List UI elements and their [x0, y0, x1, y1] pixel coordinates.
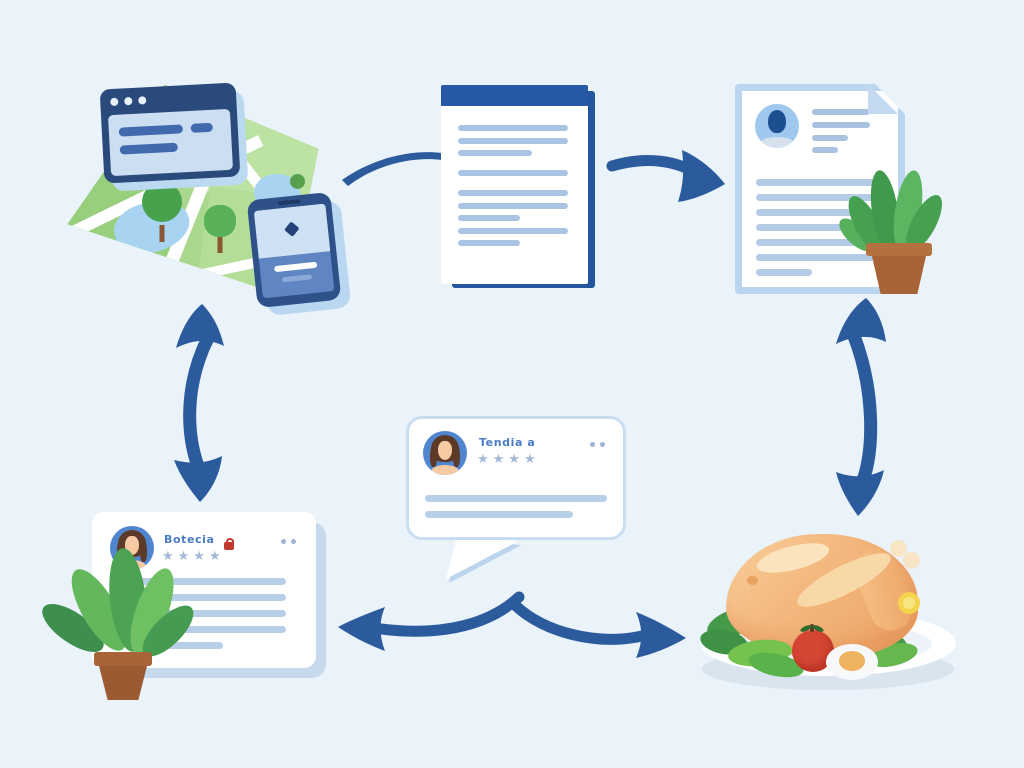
text-line [458, 125, 568, 131]
avatar-hair [452, 445, 460, 468]
text-line [756, 194, 882, 201]
avatar-shoulders [760, 137, 793, 148]
plant-pot [99, 666, 147, 700]
menu-dots-icon [291, 539, 296, 544]
text-line [812, 135, 848, 141]
tree-icon [142, 182, 182, 242]
egg-yolk [839, 651, 865, 671]
text-line [128, 626, 286, 633]
text-line [458, 240, 520, 246]
plant-pot [872, 256, 926, 294]
avatar-head [768, 110, 786, 133]
avatar-hair [139, 540, 147, 563]
arrow-bubble-to-card [338, 591, 525, 651]
text-line [812, 147, 838, 153]
text-bar [119, 142, 178, 155]
text-line [756, 239, 882, 246]
text-line [458, 170, 568, 176]
window-dot [138, 96, 147, 105]
phone-screen-top [253, 203, 331, 260]
text-line [756, 269, 812, 276]
text-line [756, 224, 882, 231]
browser-window-icon [99, 82, 241, 184]
avatar [755, 104, 799, 148]
text-line [128, 578, 286, 585]
menu-dots-icon [600, 442, 605, 447]
text-line [812, 109, 870, 115]
text-line [128, 610, 286, 617]
tree-trunk [159, 225, 165, 242]
text-line [458, 203, 568, 209]
star-rating: ★★★★ [477, 452, 540, 467]
mobile-phone-icon [246, 191, 342, 309]
text-line [458, 190, 568, 196]
tree-trunk [217, 236, 223, 253]
menu-dots-icon [281, 539, 286, 544]
phone-speaker [277, 199, 301, 206]
drumstick-bone [890, 540, 907, 557]
chicken-spot [747, 576, 758, 585]
menu-dots-icon [590, 442, 595, 447]
avatar-face [437, 440, 453, 461]
window-dot [110, 97, 119, 107]
document-header-bar [441, 85, 588, 106]
lemon-inner [903, 597, 915, 609]
text-line [458, 215, 520, 221]
avatar-shoulders [430, 465, 460, 475]
arrow-bubble-to-meal [510, 600, 686, 658]
text-line [458, 150, 532, 156]
text-bar [274, 262, 318, 273]
diamond-pin-icon [284, 221, 300, 237]
star-rating: ★★★★ [162, 549, 225, 564]
avatar [423, 431, 467, 475]
folded-corner [868, 84, 898, 114]
arrow-map-to-document [342, 152, 443, 186]
browser-body [107, 108, 234, 177]
text-line [812, 122, 870, 128]
tree-icon [204, 205, 236, 253]
reviewer-name: Tendia a [479, 436, 536, 449]
reviewer-name: Botecia [164, 533, 215, 546]
arrow-map-review-vertical [174, 304, 224, 502]
bush-icon [290, 174, 305, 189]
text-line [128, 642, 223, 649]
text-bar [190, 122, 213, 133]
text-line [756, 254, 882, 261]
text-line [425, 511, 573, 518]
text-line [425, 495, 607, 502]
arrow-document-to-profile [606, 150, 725, 202]
text-bar [281, 274, 313, 283]
red-bag-icon [224, 538, 234, 550]
arrow-profile-meal-vertical [836, 298, 886, 516]
text-bar [118, 124, 184, 137]
review-speech-bubble: Tendia a ★★★★ [406, 416, 626, 540]
phone-screen [253, 203, 335, 299]
text-line [128, 594, 286, 601]
tree-canopy [204, 205, 236, 237]
document-page-icon [441, 85, 588, 284]
plant-pot-rim [94, 652, 152, 666]
text-line [756, 209, 882, 216]
text-line [458, 138, 568, 144]
text-line [458, 228, 568, 234]
plant-pot-rim [866, 243, 932, 256]
avatar-hair [430, 445, 438, 468]
text-line [756, 179, 882, 186]
drumstick-bone [903, 552, 920, 569]
phone-screen-bottom [258, 251, 335, 299]
window-dot [124, 96, 133, 106]
